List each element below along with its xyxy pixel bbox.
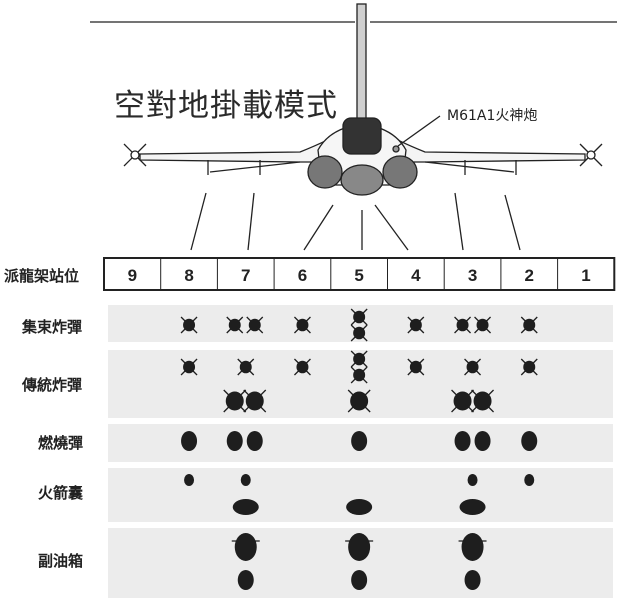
drop-tank-small-mark [351, 570, 368, 590]
station-6: 6 [298, 266, 307, 285]
bomb-mark [246, 316, 264, 334]
intake-left [307, 155, 343, 189]
drop-tank-large-mark [461, 533, 484, 561]
station-7: 7 [241, 266, 250, 285]
intake-right [382, 155, 418, 189]
tail-fin [356, 3, 367, 123]
incendiary-mark [454, 431, 471, 451]
wingtip-missile-right [579, 143, 603, 167]
rocket-pod-small-mark [240, 474, 251, 486]
rocket-pod-small-mark [524, 474, 535, 486]
incendiary-mark [521, 431, 538, 451]
incendiary-mark [226, 431, 243, 451]
drop-tank-small-mark [464, 570, 481, 590]
station-4: 4 [411, 266, 421, 285]
bomb-mark [451, 389, 475, 413]
bomb-mark [350, 324, 368, 342]
rocket-pod-small-mark [467, 474, 478, 486]
bomb-mark [520, 316, 538, 334]
rocket-pod-label: 火箭囊 [38, 484, 84, 502]
station-5: 5 [354, 266, 363, 285]
conventional-bomb-label: 傳統炸彈 [22, 376, 83, 394]
bomb-mark [243, 389, 267, 413]
drop-tank-small-mark [237, 570, 254, 590]
rocket-pod-large-mark [232, 499, 259, 515]
wingtip-missile-left [123, 143, 147, 167]
loadout-marks [180, 308, 538, 590]
station-1: 1 [581, 266, 590, 285]
bomb-mark [350, 366, 368, 384]
incendiary-mark [474, 431, 491, 451]
bomb-mark [464, 358, 482, 376]
incendiary-bomb-label: 燃燒彈 [38, 434, 84, 452]
gun-port [392, 145, 400, 153]
bomb-mark [350, 350, 368, 368]
station-table: 9 8 7 6 5 4 3 2 1 [103, 257, 616, 291]
rocket-pod-small-mark [184, 474, 195, 486]
station-table-frame [103, 257, 616, 291]
incendiary-mark [246, 431, 263, 451]
bomb-mark [407, 316, 425, 334]
bomb-mark [520, 358, 538, 376]
rocket-pod-large-mark [459, 499, 486, 515]
stations-label: 派龍架站位 [4, 267, 80, 285]
station-pointer-lines [190, 192, 521, 251]
bomb-mark [454, 316, 472, 334]
bomb-mark [180, 316, 198, 334]
gun-label: M61A1火神炮 [447, 108, 538, 124]
canopy [342, 117, 382, 155]
bomb-mark [471, 389, 495, 413]
bomb-mark [237, 358, 255, 376]
incendiary-mark [181, 431, 198, 451]
drop-tank-large-mark [234, 533, 257, 561]
bomb-mark [223, 389, 247, 413]
bomb-mark [350, 308, 368, 326]
bomb-mark [293, 358, 311, 376]
drop-tank-label: 副油箱 [38, 552, 84, 570]
station-3: 3 [468, 266, 477, 285]
station-9: 9 [128, 266, 137, 285]
gun-leader-line [397, 115, 441, 147]
centerline-tank-front [340, 164, 384, 196]
bomb-mark [407, 358, 425, 376]
cluster-bomb-label: 集束炸彈 [22, 318, 83, 336]
station-2: 2 [525, 266, 534, 285]
bomb-mark [347, 389, 371, 413]
incendiary-mark [351, 431, 368, 451]
bomb-mark [226, 316, 244, 334]
rocket-pod-large-mark [346, 499, 373, 515]
page-title: 空對地掛載模式 [114, 88, 338, 124]
aircraft-front-view [90, 3, 617, 251]
bomb-mark [293, 316, 311, 334]
bomb-mark [180, 358, 198, 376]
bomb-mark [474, 316, 492, 334]
station-8: 8 [184, 266, 193, 285]
drop-tank-large-mark [348, 533, 371, 561]
